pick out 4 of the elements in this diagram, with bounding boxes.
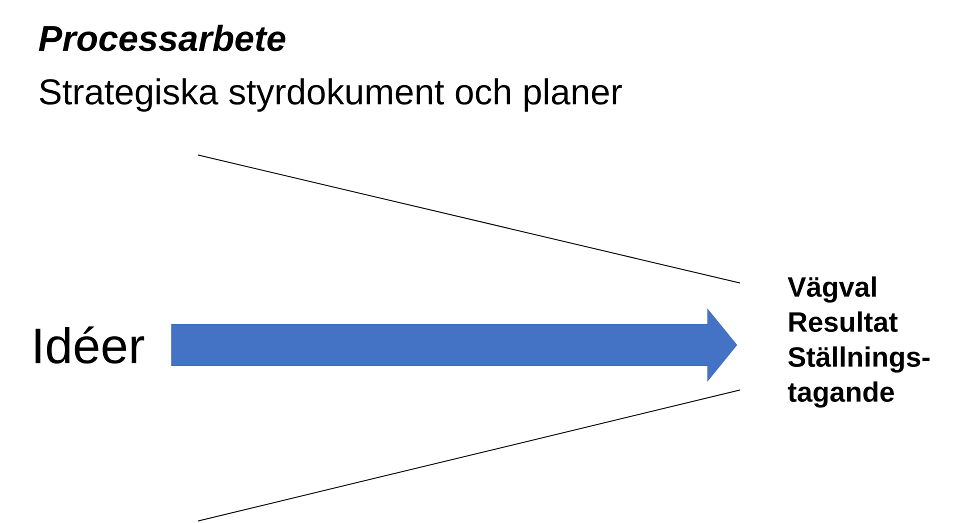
idea-label: Idéer [36,326,144,364]
subtitle: Strategiska styrdokument och planer [40,78,622,112]
title: Processarbete [38,24,286,52]
result-label: Vägval Resultat Ställnings- tagande [788,276,930,408]
